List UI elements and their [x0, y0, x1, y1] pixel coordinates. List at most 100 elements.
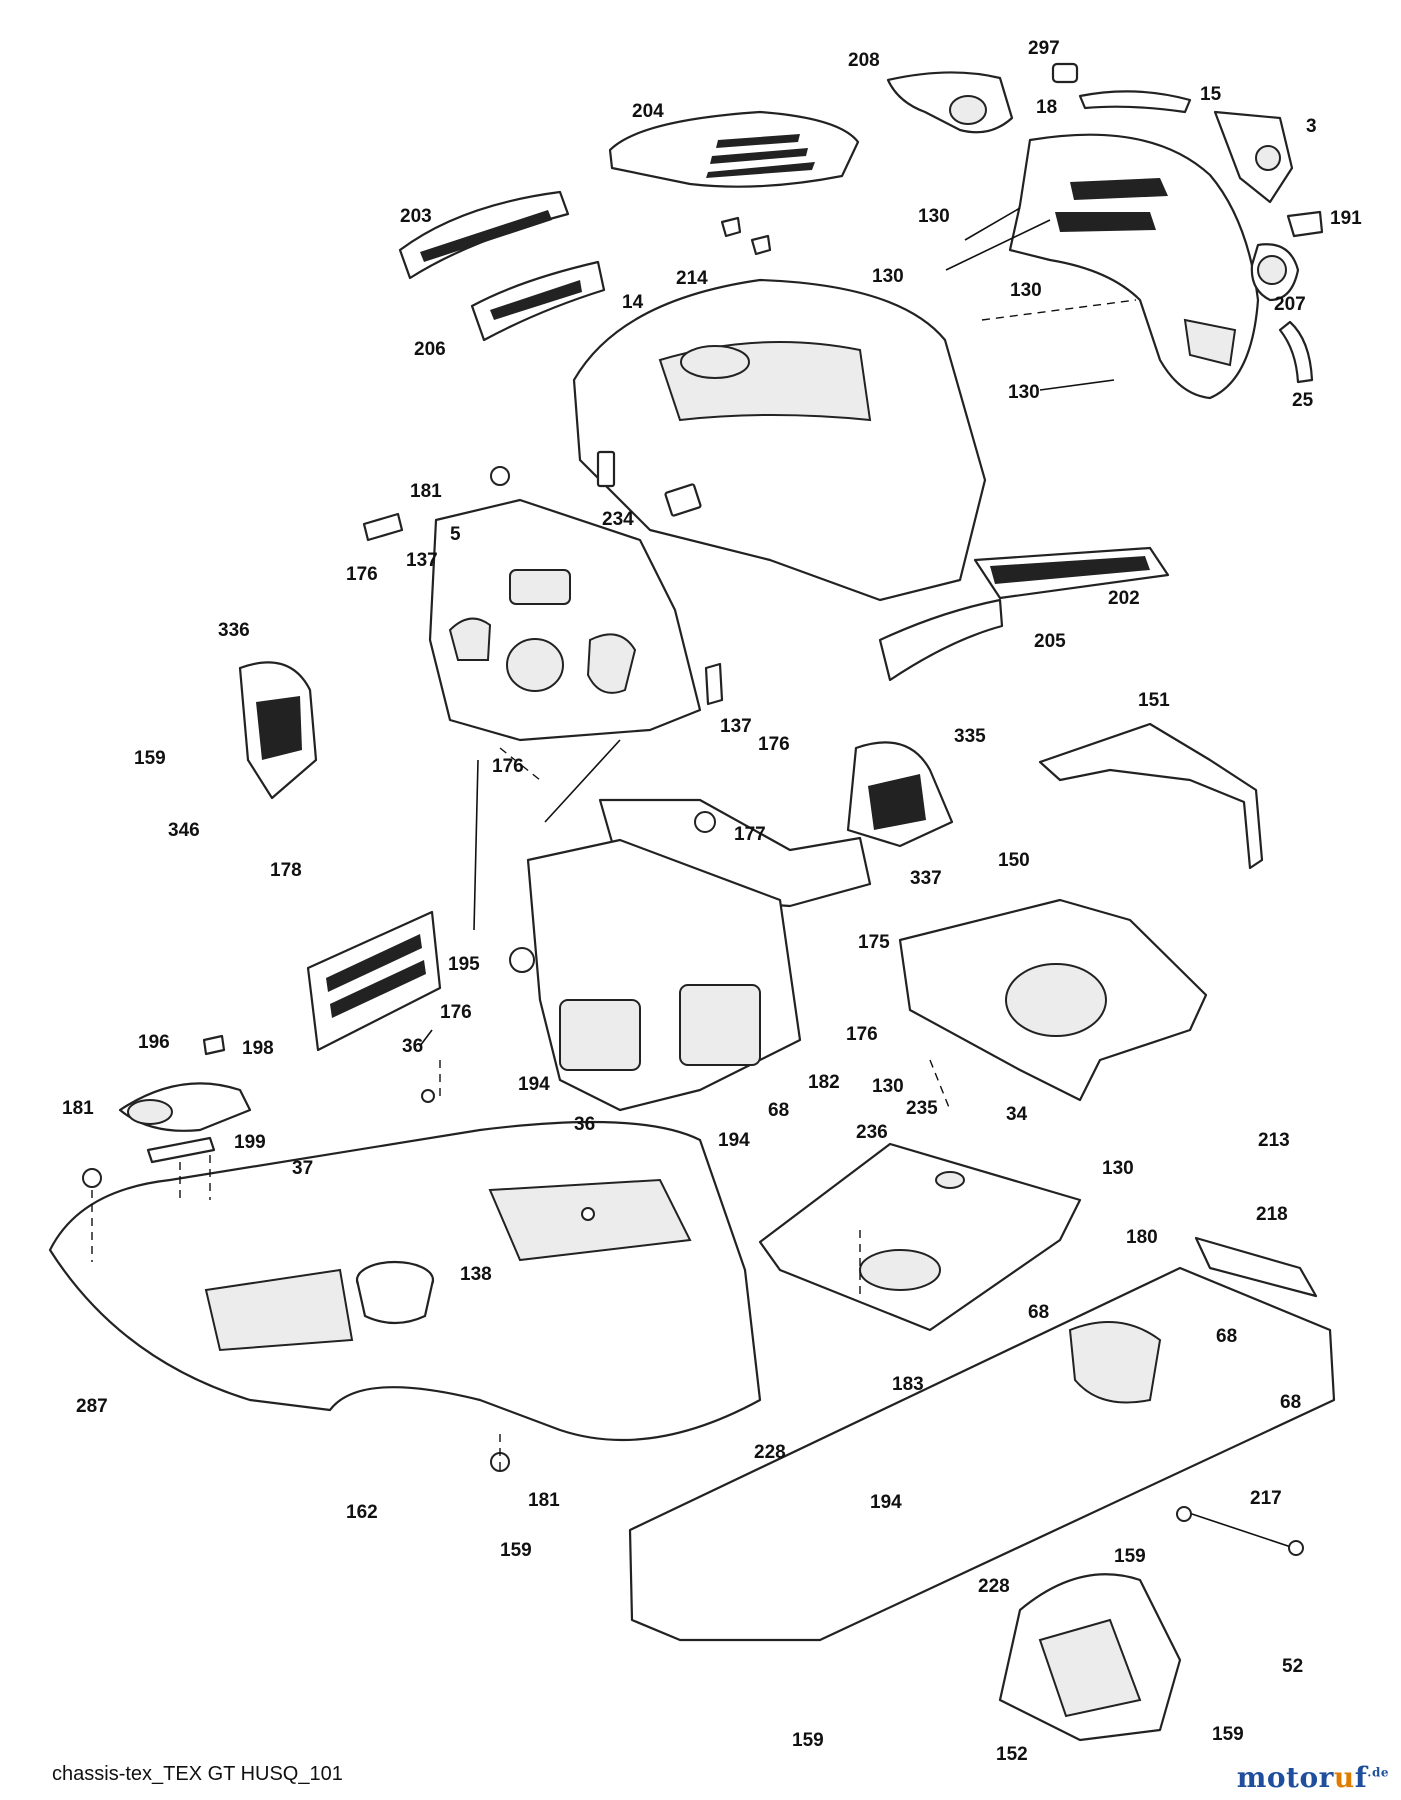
- part-178-decal: [306, 910, 442, 1052]
- part-180-frame: [628, 1266, 1336, 1642]
- callout-176-d: 176: [440, 1002, 472, 1023]
- callout-194-c: 194: [870, 1492, 902, 1513]
- callout-180: 180: [1126, 1227, 1158, 1248]
- callout-152: 152: [996, 1744, 1028, 1765]
- callout-199: 199: [234, 1132, 266, 1153]
- callout-130-a: 130: [918, 206, 950, 227]
- part-177-grommet: [694, 811, 716, 833]
- part-36-screws: [421, 1089, 595, 1221]
- callout-176-b: 176: [758, 734, 790, 755]
- callout-150: 150: [998, 850, 1030, 871]
- part-18-front-bumper: [1008, 133, 1260, 400]
- callout-337: 337: [910, 868, 942, 889]
- part-202-front-grille: [973, 546, 1170, 600]
- callout-130-f: 130: [1102, 1158, 1134, 1179]
- diagram-caption: chassis-tex_TEX GT HUSQ_101: [52, 1763, 343, 1785]
- part-15-trim: [1078, 90, 1192, 114]
- callout-191: 191: [1330, 208, 1362, 229]
- motoruf-watermark-logo: motoruf.de: [1237, 1761, 1389, 1794]
- part-204-hood-vent: [608, 110, 860, 188]
- part-14-hood: [572, 278, 987, 602]
- callout-175: 175: [858, 932, 890, 953]
- callout-214: 214: [676, 268, 708, 289]
- callout-68-b: 68: [1028, 1302, 1049, 1323]
- part-151-bracket: [1038, 722, 1264, 870]
- callout-205: 205: [1034, 631, 1066, 652]
- part-150-footrest-cover: [898, 898, 1208, 1102]
- callout-130-d: 130: [1008, 382, 1040, 403]
- callout-52: 52: [1282, 1656, 1303, 1677]
- callout-130-c: 130: [1010, 280, 1042, 301]
- part-198-clip: [202, 1034, 226, 1056]
- callout-228-a: 228: [754, 1442, 786, 1463]
- callout-218: 218: [1256, 1204, 1288, 1225]
- callout-208: 208: [848, 50, 880, 71]
- callout-36-b: 36: [574, 1114, 595, 1135]
- callout-68-d: 68: [1280, 1392, 1301, 1413]
- callout-203: 203: [400, 206, 432, 227]
- brand-accent: u: [1333, 1761, 1355, 1794]
- callout-196: 196: [138, 1032, 170, 1053]
- callout-36-a: 36: [402, 1036, 423, 1057]
- brand-tld: .de: [1367, 1765, 1389, 1780]
- callout-183: 183: [892, 1374, 924, 1395]
- callout-217: 217: [1250, 1488, 1282, 1509]
- callout-181-a: 181: [410, 481, 442, 502]
- callout-15: 15: [1200, 84, 1222, 105]
- callout-130-b: 130: [872, 266, 904, 287]
- part-336-side-grille: [238, 661, 318, 800]
- callout-25: 25: [1292, 390, 1314, 411]
- part-203-dash-vent: [398, 190, 570, 280]
- part-208-headlight-housing: [886, 71, 1014, 134]
- callout-159-d: 159: [792, 1730, 824, 1751]
- part-182-dash-lower: [526, 838, 802, 1112]
- part-195-grommet: [509, 947, 535, 973]
- part-199-seal: [146, 1136, 216, 1164]
- callout-68-a: 68: [768, 1100, 789, 1121]
- callout-194-a: 194: [518, 1074, 550, 1095]
- part-5-dash-panel: [428, 498, 702, 742]
- brand-suffix: f: [1354, 1761, 1368, 1794]
- callout-labels: 297 208 15 204 18 3 130 191 203 214 130 …: [62, 38, 1362, 1765]
- callout-5: 5: [450, 524, 461, 545]
- callout-181-c: 181: [528, 1490, 560, 1511]
- callout-34: 34: [1006, 1104, 1028, 1125]
- part-217-rod: [1176, 1506, 1304, 1556]
- callout-68-c: 68: [1216, 1326, 1237, 1347]
- callout-202: 202: [1108, 588, 1140, 609]
- part-234-label: [596, 450, 702, 517]
- callout-182: 182: [808, 1072, 840, 1093]
- callout-234: 234: [602, 509, 634, 530]
- part-205-trim: [878, 598, 1004, 682]
- brand-prefix: motor: [1236, 1761, 1334, 1794]
- part-207-headlight: [1250, 243, 1300, 302]
- callout-235: 235: [906, 1098, 938, 1119]
- callout-37: 37: [292, 1158, 313, 1179]
- part-138-shift-boot: [355, 1260, 435, 1325]
- callout-177: 177: [734, 824, 766, 845]
- callout-159-c: 159: [1114, 1546, 1146, 1567]
- part-25-trim-piece: [1278, 320, 1314, 384]
- part-196-fuel-cap-cover: [118, 1082, 252, 1132]
- callout-287: 287: [76, 1396, 108, 1417]
- part-191-lens: [1286, 210, 1324, 238]
- callout-159-e: 159: [1212, 1724, 1244, 1745]
- part-181-plug: [82, 466, 510, 1472]
- callout-195: 195: [448, 954, 480, 975]
- callout-162: 162: [346, 1502, 378, 1523]
- callout-130-e: 130: [872, 1076, 904, 1097]
- callout-151: 151: [1138, 690, 1170, 711]
- part-206-vent-insert: [470, 260, 606, 342]
- callout-181-b: 181: [62, 1098, 94, 1119]
- callout-204: 204: [632, 101, 664, 122]
- callout-198: 198: [242, 1038, 274, 1059]
- callout-159-b: 159: [500, 1540, 532, 1561]
- callout-207: 207: [1274, 294, 1306, 315]
- callout-14: 14: [622, 292, 644, 313]
- callout-176-a: 176: [346, 564, 378, 585]
- callout-335: 335: [954, 726, 986, 747]
- callout-176-c: 176: [492, 756, 524, 777]
- callout-346: 346: [168, 820, 200, 841]
- part-335-side-grille: [846, 741, 954, 848]
